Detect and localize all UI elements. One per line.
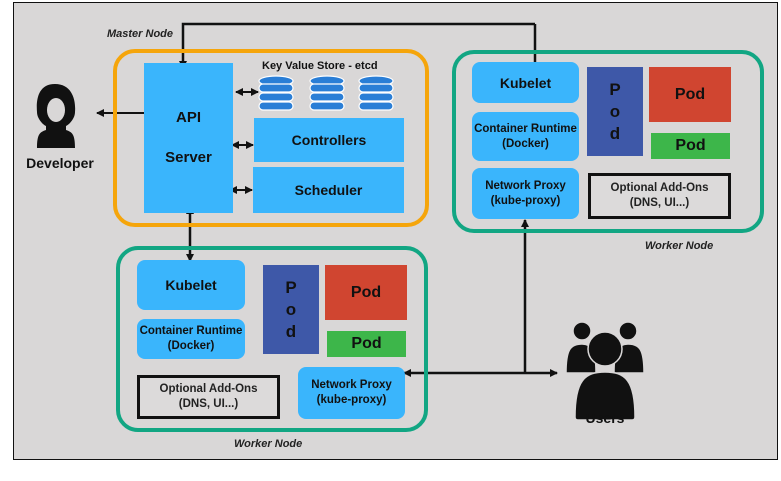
master-node-label: Master Node	[107, 28, 174, 40]
pod-letter: P	[285, 277, 297, 297]
api-server[interactable]: API Server	[144, 63, 233, 213]
worker-1-network-proxy[interactable]: Network Proxy (kube-proxy)	[472, 168, 579, 219]
proxy-line1: Network Proxy	[311, 379, 392, 391]
addons-line2: (DNS, UI...)	[178, 398, 239, 410]
database-icon	[309, 75, 345, 111]
api-server-line1: API	[175, 109, 201, 126]
pod-letter: o	[609, 101, 621, 121]
users-label: Users	[585, 410, 625, 426]
runtime-line2: (Docker)	[167, 340, 215, 352]
worker-2-pod-vertical[interactable]: P o d	[263, 265, 319, 354]
database-icon	[358, 75, 394, 111]
developer-label: Developer	[26, 155, 94, 171]
worker-1-container-runtime[interactable]: Container Runtime (Docker)	[472, 112, 579, 161]
runtime-line1: Container Runtime	[139, 325, 243, 337]
worker-2-optional-addons[interactable]: Optional Add-Ons (DNS, UI...)	[137, 375, 280, 419]
pod-letter: d	[609, 123, 621, 143]
database-icon	[258, 75, 294, 111]
users-group-icon	[565, 321, 645, 421]
addons-line1: Optional Add-Ons	[610, 182, 709, 194]
proxy-line2: (kube-proxy)	[490, 194, 561, 207]
master-node[interactable]	[113, 49, 429, 227]
addons-line2: (DNS, UI...)	[629, 197, 690, 209]
etcd-label: Key Value Store - etcd	[262, 60, 378, 72]
worker-node-1[interactable]	[452, 50, 764, 233]
scheduler[interactable]: Scheduler	[253, 167, 404, 213]
worker-1-kubelet[interactable]: Kubelet	[472, 62, 579, 103]
pod-letter: P	[609, 79, 621, 99]
worker-1-optional-addons[interactable]: Optional Add-Ons (DNS, UI...)	[588, 173, 731, 219]
worker-node-2-label: Worker Node	[234, 438, 303, 450]
worker-1-pod-green[interactable]: Pod	[651, 133, 730, 159]
worker-1-pod-red[interactable]: Pod	[649, 67, 731, 122]
worker-2-kubelet[interactable]: Kubelet	[137, 260, 245, 310]
proxy-line2: (kube-proxy)	[316, 394, 387, 406]
pod-letter: d	[285, 321, 297, 341]
worker-2-network-proxy[interactable]: Network Proxy (kube-proxy)	[298, 367, 405, 419]
worker-2-pod-green[interactable]: Pod	[327, 331, 406, 357]
developer-person-icon	[36, 84, 76, 148]
addons-line1: Optional Add-Ons	[159, 383, 258, 395]
worker-2-container-runtime[interactable]: Container Runtime (Docker)	[137, 319, 245, 359]
worker-node-1-label: Worker Node	[645, 240, 714, 252]
worker-1-pod-vertical[interactable]: P o d	[587, 67, 643, 156]
controllers[interactable]: Controllers	[254, 118, 404, 162]
worker-node-2[interactable]	[116, 246, 428, 432]
runtime-line1: Container Runtime	[474, 122, 577, 135]
pod-letter: o	[285, 299, 297, 319]
runtime-line2: (Docker)	[502, 137, 549, 150]
proxy-line1: Network Proxy	[485, 179, 566, 192]
api-server-line2: Server	[165, 149, 212, 166]
worker-2-pod-red[interactable]: Pod	[325, 265, 407, 320]
connector-api-to-worker1-kubelet	[179, 22, 535, 69]
